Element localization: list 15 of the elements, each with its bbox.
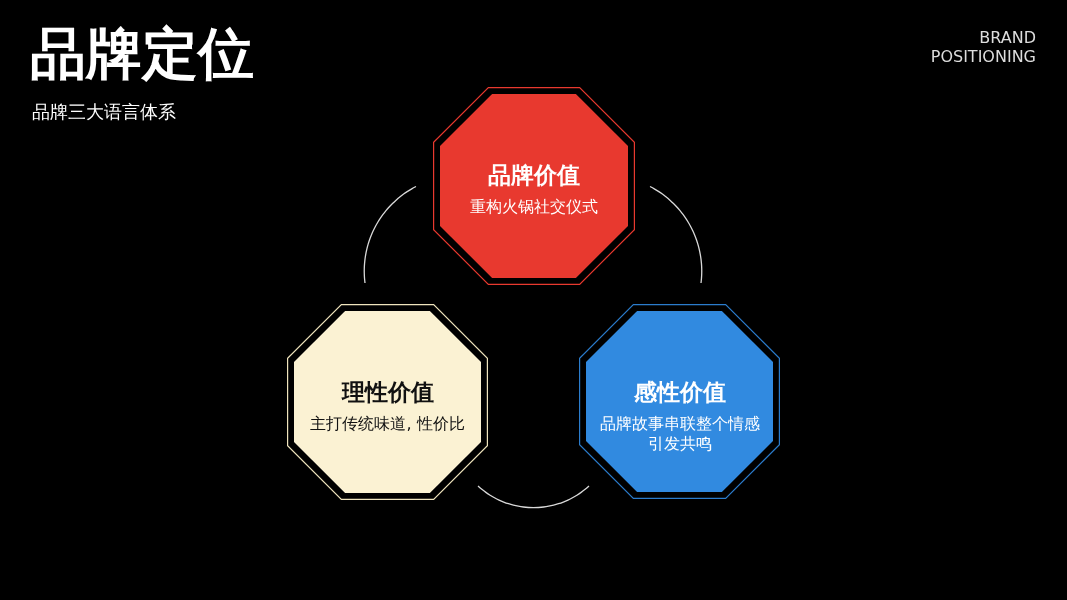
connector-arc <box>363 185 417 284</box>
connector-arc <box>649 185 703 284</box>
node-heading: 品牌价值 <box>488 161 580 190</box>
node-text: 主打传统味道, 性价比 <box>310 414 465 434</box>
node-heading: 理性价值 <box>341 378 434 407</box>
octagon-node <box>433 87 635 285</box>
node-text: 重构火锅社交仪式 <box>470 197 598 217</box>
corner-caption: BRAND POSITIONING <box>929 28 1036 67</box>
octagon-node <box>287 304 488 500</box>
node-heading: 感性价值 <box>633 378 726 407</box>
title: 品牌定位 <box>30 22 254 87</box>
node-text: 品牌故事串联整个情感引发共鸣 <box>598 414 761 454</box>
connector-arc <box>477 485 590 509</box>
subtitle: 品牌三大语言体系 <box>32 101 176 123</box>
octagon-node <box>579 304 780 499</box>
